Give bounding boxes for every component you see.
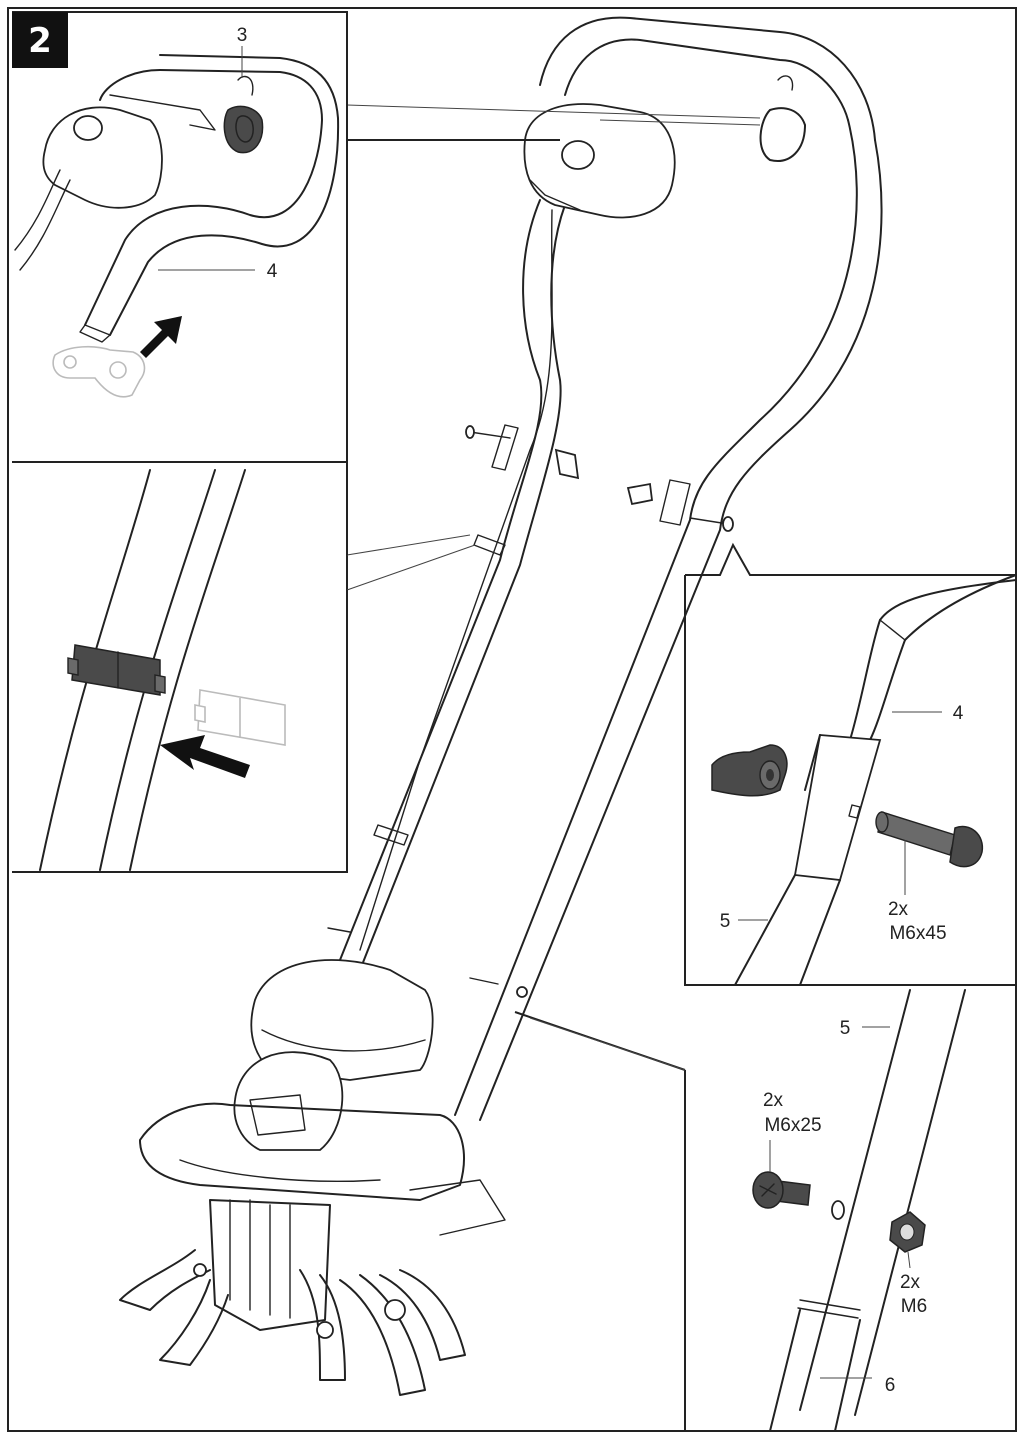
label-tube-upper-bottom: 5 [840, 1018, 851, 1039]
label-bolt-spec-right: M6x45 [889, 923, 946, 944]
label-handle-top: 4 [267, 261, 278, 282]
label-nut-qty: 2x [900, 1272, 921, 1293]
inset-cable-clip [12, 461, 476, 873]
label-hook: 3 [237, 25, 248, 46]
direction-arrow-up-right [140, 316, 182, 358]
inset-handle-bolt: 4 5 2x M6x45 [684, 542, 1017, 986]
direction-arrow-left [160, 735, 250, 778]
inset-lower-bolt: 5 2x M6x25 2x M6 6 [514, 989, 966, 1432]
label-bolt-spec-bottom: M6x25 [764, 1115, 821, 1136]
outer-frame [7, 7, 1017, 1432]
step-number: 2 [28, 21, 52, 61]
label-nut-spec: M6 [901, 1296, 927, 1317]
inset-handle-hook: 2 3 4 [12, 11, 348, 463]
label-bolt-qty-right: 2x [888, 899, 909, 920]
label-tube-upper-right: 5 [720, 911, 731, 932]
label-tube-lower: 6 [885, 1375, 896, 1396]
label-bolt-qty-bottom: 2x [763, 1090, 784, 1111]
step-number-badge [12, 12, 68, 68]
label-handle-right: 4 [953, 703, 964, 724]
main-tiller-illustration [119, 16, 883, 1396]
